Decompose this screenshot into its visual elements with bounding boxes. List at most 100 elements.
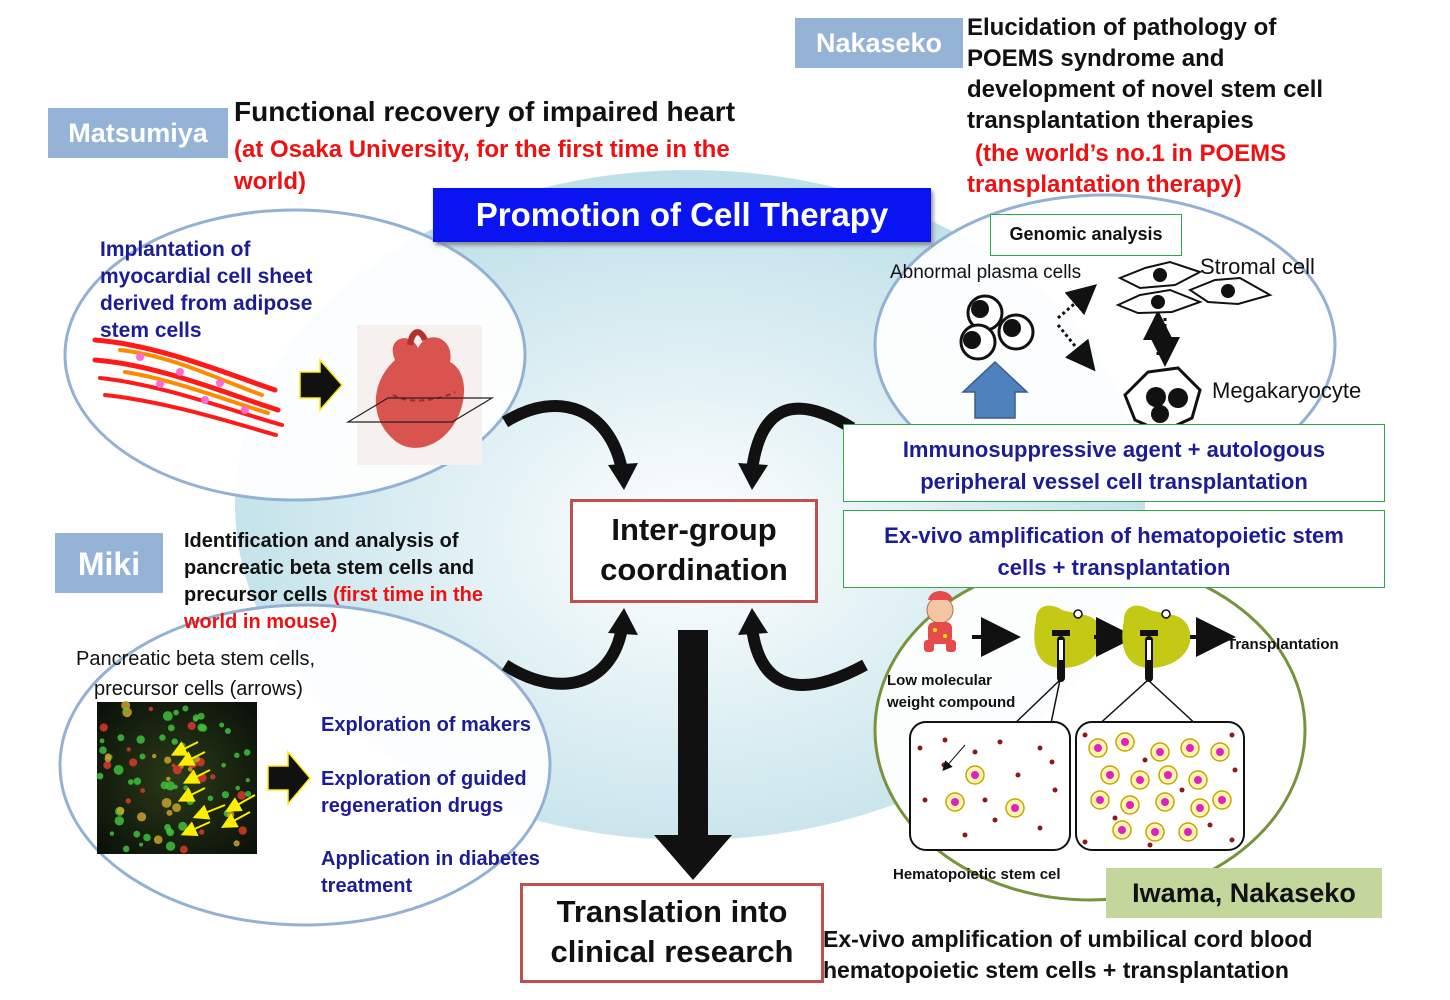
stem-cell-nucleus: [1184, 828, 1192, 836]
miki-note-2: world in mouse): [184, 611, 338, 633]
curved-arrow-top-right: [746, 402, 856, 471]
micrograph-cell: [238, 826, 247, 835]
micrograph-cell: [219, 722, 225, 728]
title-box: [433, 188, 931, 242]
implant-line4: stem cells: [100, 319, 202, 342]
micrograph-cell: [96, 772, 104, 780]
micrograph-cell: [221, 762, 226, 768]
stem-cell-nucleus: [1164, 771, 1172, 779]
stem-cell-nucleus: [1094, 744, 1102, 752]
micrograph-cell: [129, 758, 138, 767]
miki-item-2a: Exploration of guided: [321, 768, 527, 790]
compound-dot: [1082, 839, 1088, 845]
iwama-footer-2: hematopoietic stem cells + transplantati…: [823, 957, 1289, 983]
miki-heading-1: Identification and analysis of: [184, 530, 459, 552]
genomic-box: [990, 214, 1182, 256]
fiber-to-heart-arrow: [299, 358, 343, 412]
therapy2-line1: Ex-vivo amplification of hematopoietic s…: [884, 523, 1344, 548]
micrograph-cell: [162, 711, 173, 721]
micrograph-cell: [143, 833, 151, 842]
low-mol-2: weight compound: [887, 694, 1016, 711]
micrograph-cell: [161, 798, 172, 808]
megakaryocyte-label: Megakaryocyte: [1212, 378, 1362, 403]
micrograph-cell: [114, 816, 125, 826]
miki-name: Miki: [77, 546, 141, 582]
iwama-footer-1: Ex-vivo amplification of umbilical cord …: [823, 926, 1313, 952]
micrograph-cell: [133, 777, 142, 785]
stem-cell-nucleus: [1121, 738, 1129, 746]
micrograph-cell: [122, 845, 130, 853]
micrograph-cell: [164, 756, 172, 764]
nakaseko-heading-3: development of novel stem cell: [967, 76, 1324, 103]
micrograph-cell: [148, 706, 154, 712]
translation-line2: clinical research: [550, 934, 794, 969]
compound-dot: [1179, 787, 1185, 793]
micrograph-cell: [139, 753, 146, 760]
micro-caption-2: precursor cells (arrows): [94, 678, 303, 700]
micrograph-cell: [140, 788, 146, 793]
culture-box-after-cells: [1082, 732, 1238, 848]
coordination-line2: coordination: [600, 552, 788, 587]
baby-illustration: [924, 591, 956, 652]
micrograph-cell: [125, 798, 131, 804]
matsumiya-note-line2: world): [234, 168, 306, 195]
micrograph-to-items-arrow: [267, 749, 311, 807]
compound-dot: [1112, 815, 1118, 821]
heart-illustration: [345, 325, 495, 465]
micrograph-cell: [121, 700, 131, 710]
stem-cell-nucleus: [1218, 796, 1226, 804]
culture-box-before-cells: [917, 737, 1058, 838]
implant-line1: Implantation of: [100, 238, 251, 261]
micrograph-cell: [133, 830, 141, 838]
micrograph-cell: [173, 709, 179, 716]
miki-tag: [55, 533, 163, 593]
micrograph-cell: [172, 765, 182, 775]
stem-cell-nucleus: [1126, 801, 1134, 809]
low-mol-1: Low molecular: [887, 672, 993, 689]
plasma-cells-illustration: [959, 294, 1035, 361]
micrograph-cell: [109, 831, 115, 836]
miki-heading-2: pancreatic beta stem cells and: [184, 557, 475, 579]
nakaseko-heading-1: Elucidation of pathology of: [967, 14, 1277, 41]
compound-dot: [1232, 767, 1238, 773]
stem-cell-nucleus: [1196, 804, 1204, 812]
micrograph-cell: [207, 795, 214, 802]
compound-dot: [1082, 732, 1088, 738]
nakaseko-name: Nakaseko: [815, 28, 943, 58]
culture-flask-2: [1122, 605, 1191, 682]
micrograph-cell: [221, 791, 229, 799]
micrograph-cell: [210, 774, 216, 780]
miki-heading-3-text: precursor cells: [184, 584, 333, 606]
compound-dot: [1142, 757, 1148, 763]
curved-arrow-bottom-left: [501, 626, 628, 690]
micrograph-cell: [243, 749, 251, 756]
page-title: Promotion of Cell Therapy: [475, 196, 889, 233]
upward-block-arrow: [961, 360, 1029, 419]
micrograph-cell: [199, 829, 205, 835]
micrograph-cell: [126, 747, 131, 752]
nakaseko-heading-4: transplantation therapies: [967, 107, 1254, 134]
stem-cell-nucleus: [1156, 748, 1164, 756]
stem-cell-nucleus: [1161, 798, 1169, 806]
micrograph-cell: [99, 746, 107, 754]
transplantation-label: Transplantation: [1227, 636, 1339, 653]
therapy1-line1: Immunosuppressive agent + autologous: [902, 437, 1326, 462]
nakaseko-note-2: transplantation therapy): [967, 171, 1242, 198]
therapy2-box: [843, 510, 1385, 588]
curved-arrow-top-left: [501, 400, 628, 472]
micrograph-cell: [193, 717, 198, 722]
therapy1-line2: peripheral vessel cell transplantation: [920, 469, 1308, 494]
coordination-box: [570, 499, 818, 603]
micrograph-cell: [172, 803, 182, 812]
stem-cell-nucleus: [1194, 776, 1202, 784]
micrograph-cell: [116, 806, 125, 815]
stromal-label: Stromal cell: [1200, 254, 1315, 279]
genomic-label: Genomic analysis: [1009, 224, 1163, 244]
micrograph-cell: [167, 724, 175, 732]
matsumiya-tag: [48, 108, 228, 158]
miki-heading-3: precursor cells (first time in the: [184, 584, 483, 607]
micrograph-cell: [187, 767, 193, 772]
matsumiya-name: Matsumiya: [68, 118, 208, 148]
nakaseko-tag: [795, 18, 963, 68]
